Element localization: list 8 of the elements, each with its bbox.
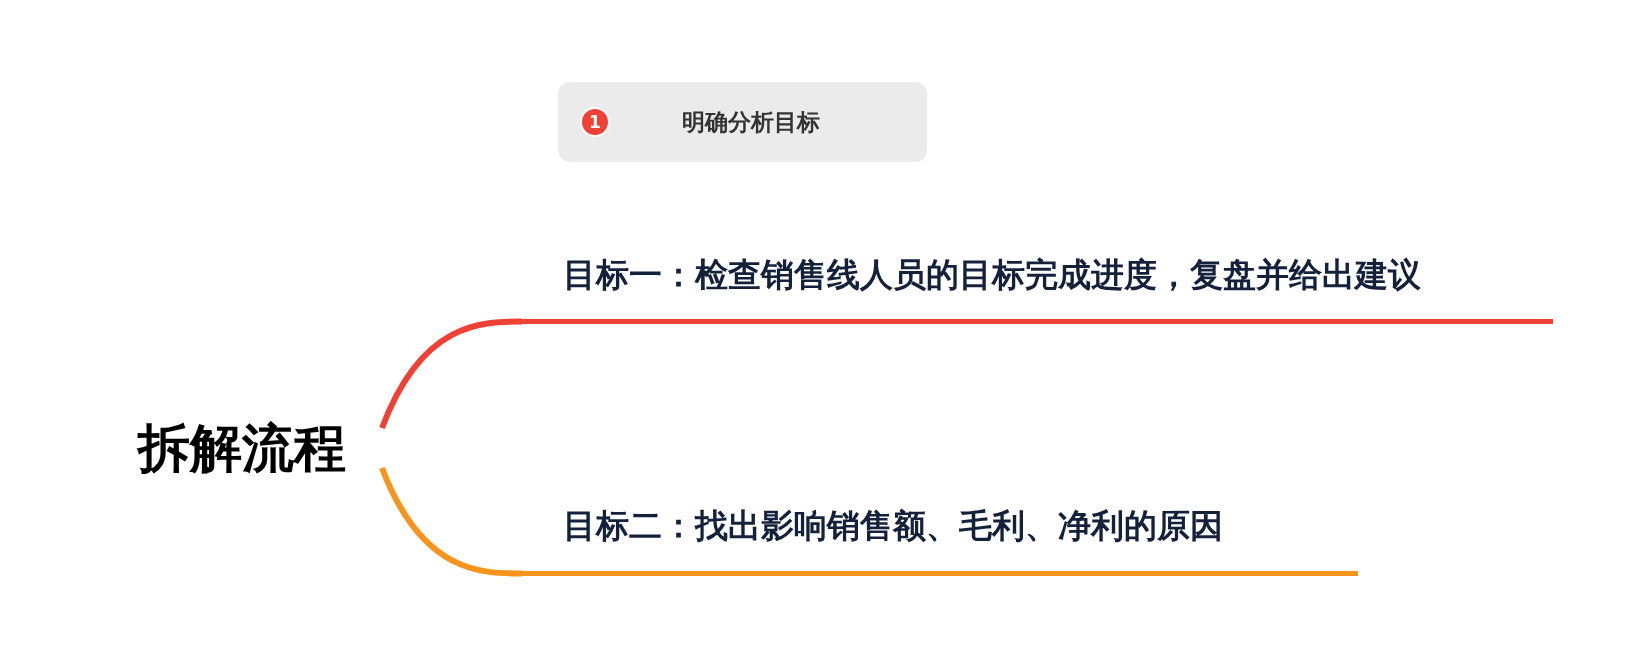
step-box (558, 82, 927, 162)
number-badge: 1 (582, 109, 608, 135)
branch-curve (379, 318, 523, 430)
branch-label: 目标一：检查销售线人员的目标完成进度，复盘并给出建议 (522, 250, 1553, 324)
root-title: 拆解流程 (138, 410, 382, 486)
branch-curve (379, 466, 523, 577)
step-title: 明确分析目标 (682, 108, 820, 137)
branch-label: 目标二：找出影响销售额、毛利、净利的原因 (522, 500, 1358, 576)
